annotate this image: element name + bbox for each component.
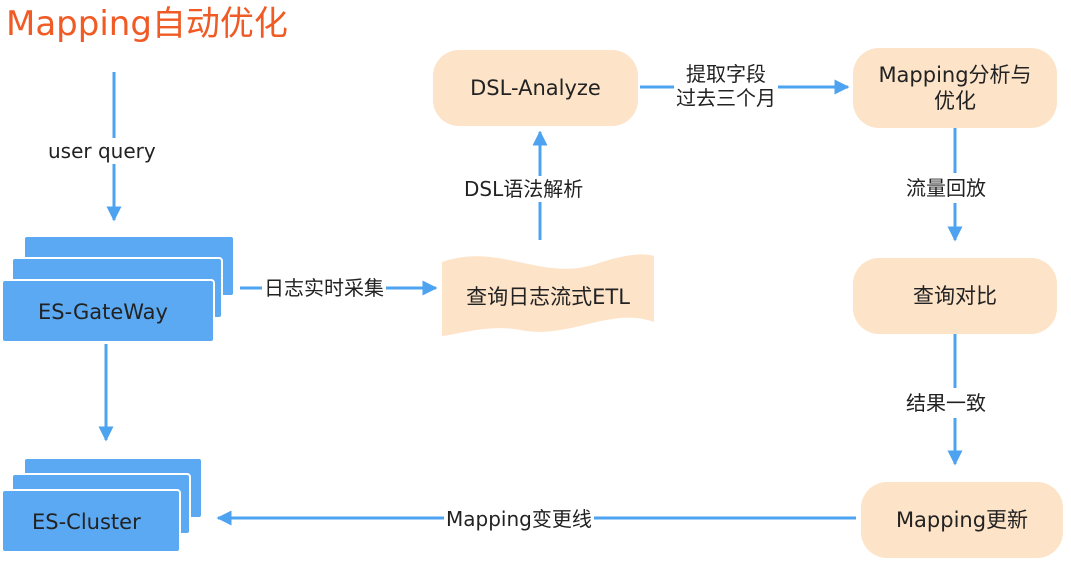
node-dsl-analyze: DSL-Analyze [433, 50, 638, 126]
node-etl: 查询日志流式ETL [442, 268, 654, 326]
node-es-cluster-label: ES-Cluster [32, 510, 141, 534]
node-compare: 查询对比 [853, 258, 1057, 334]
node-mapping-analyze: Mapping分析与 优化 [853, 48, 1057, 128]
page-title: Mapping自动优化 [6, 4, 288, 44]
node-mapping-analyze-line1: Mapping分析与 [878, 63, 1032, 87]
node-compare-label: 查询对比 [913, 284, 997, 308]
edge-label-replay: 流量回放 [906, 173, 986, 203]
edge-label-user-query: user query [48, 138, 156, 164]
edge-label-dsl-parse: DSL语法解析 [462, 176, 586, 202]
node-mapping-analyze-line2: 优化 [934, 89, 976, 113]
node-mapping-update: Mapping更新 [861, 482, 1063, 558]
edge-label-mapping-change: Mapping变更线 [444, 506, 594, 532]
etl-document-shape [442, 254, 654, 336]
node-dsl-analyze-label: DSL-Analyze [470, 76, 601, 100]
node-etl-label: 查询日志流式ETL [466, 285, 630, 309]
edge-label-extract: 提取字段 过去三个月 [674, 62, 778, 110]
node-es-cluster: ES-Cluster [2, 492, 180, 552]
node-es-gateway: ES-GateWay [2, 282, 214, 342]
edge-label-realtime-collect: 日志实时采集 [262, 275, 386, 301]
edge-label-extract-line2: 过去三个月 [676, 86, 776, 110]
edge-label-consistent: 结果一致 [906, 388, 986, 418]
es-gateway-stack [1, 235, 235, 343]
node-es-gateway-label: ES-GateWay [38, 300, 168, 324]
edge-label-extract-line1: 提取字段 [686, 62, 766, 86]
es-cluster-stack [1, 457, 203, 553]
node-mapping-update-label: Mapping更新 [895, 508, 1029, 532]
